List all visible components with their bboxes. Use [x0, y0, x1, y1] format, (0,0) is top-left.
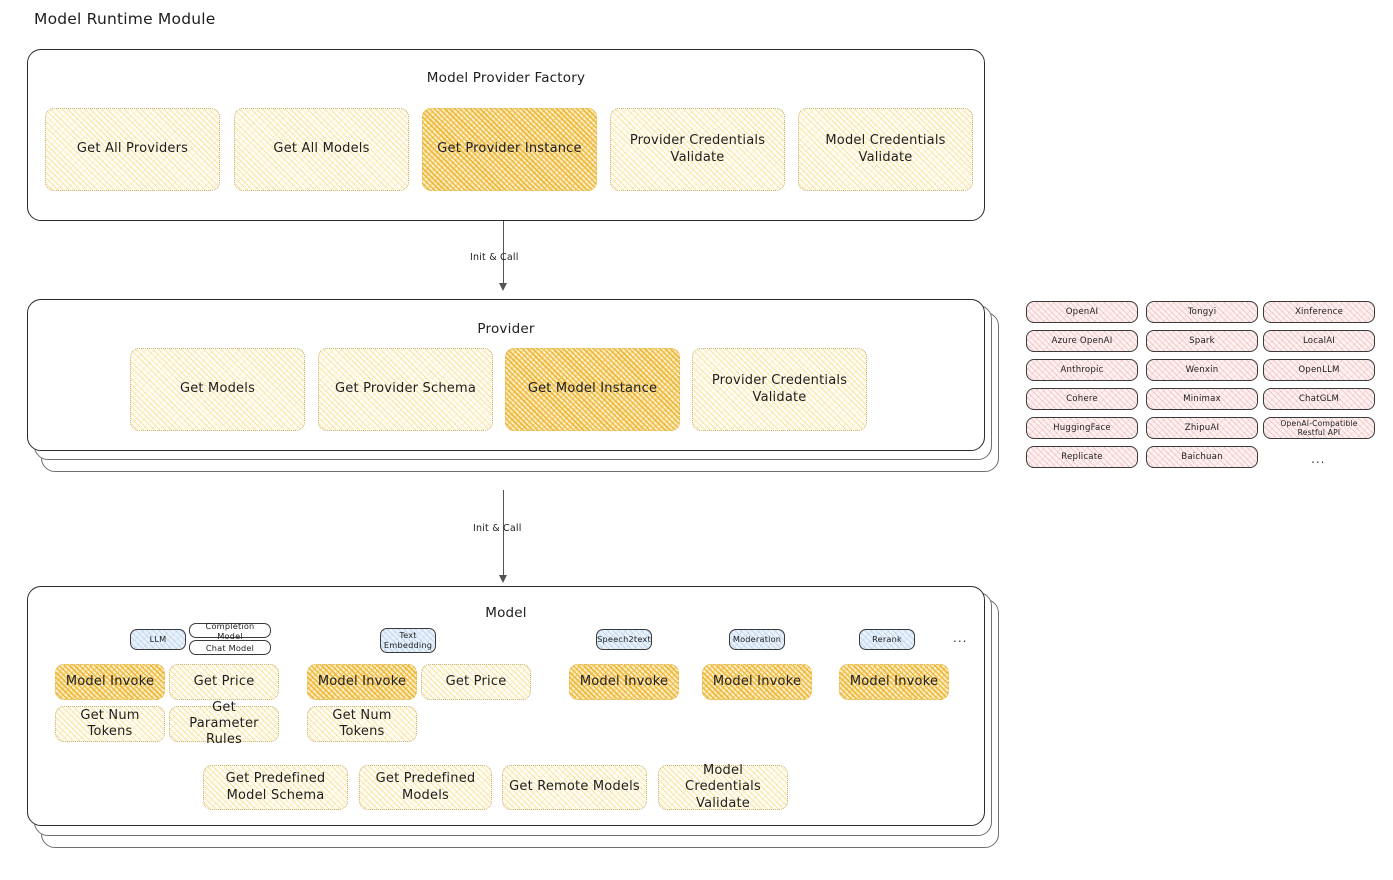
factory-node-model-credentials-validate[interactable]: Model Credentials Validate	[798, 108, 973, 191]
model-type-badge-speech2text[interactable]: Speech2text	[596, 629, 652, 650]
provider-chip-anthropic[interactable]: Anthropic	[1026, 359, 1138, 381]
model-node-text-embedding-model-invoke[interactable]: Model Invoke	[307, 664, 417, 700]
provider-node-get-provider-schema[interactable]: Get Provider Schema	[318, 348, 493, 431]
provider-node-get-model-instance[interactable]: Get Model Instance	[505, 348, 680, 431]
arrow-provider-to-model-head	[499, 575, 507, 583]
provider-chip-xinference[interactable]: Xinference	[1263, 301, 1375, 323]
provider-title: Provider	[477, 321, 535, 337]
provider-chip-minimax[interactable]: Minimax	[1146, 388, 1258, 410]
provider-chip-baichuan[interactable]: Baichuan	[1146, 446, 1258, 468]
arrow-provider-to-model-line	[503, 490, 505, 578]
model-node-llm-get-num-tokens[interactable]: Get Num Tokens	[55, 706, 165, 742]
model-node-get-predefined-model-schema[interactable]: Get Predefined Model Schema	[203, 765, 348, 810]
model-type-badge-text-embedding[interactable]: Text Embedding	[380, 628, 436, 653]
model-node-llm-get-price[interactable]: Get Price	[169, 664, 279, 700]
provider-chip-spark[interactable]: Spark	[1146, 330, 1258, 352]
model-panel: Model LLM Completion Model Chat Model Mo…	[27, 586, 985, 826]
model-type-badge-rerank[interactable]: Rerank	[859, 629, 915, 650]
model-node-rerank-model-invoke[interactable]: Model Invoke	[839, 664, 949, 700]
model-node-llm-model-invoke[interactable]: Model Invoke	[55, 664, 165, 700]
provider-chip-cohere[interactable]: Cohere	[1026, 388, 1138, 410]
model-node-llm-get-parameter-rules[interactable]: Get Parameter Rules	[169, 700, 279, 747]
arrow-provider-to-model-label: Init & Call	[473, 523, 522, 534]
provider-chip-wenxin[interactable]: Wenxin	[1146, 359, 1258, 381]
provider-chip-chatglm[interactable]: ChatGLM	[1263, 388, 1375, 410]
provider-node-get-models[interactable]: Get Models	[130, 348, 305, 431]
provider-chip-openllm[interactable]: OpenLLM	[1263, 359, 1375, 381]
provider-chip-openai-compatible-restful-api[interactable]: OpenAI-Compatible Restful API	[1263, 417, 1375, 439]
model-type-badge-moderation[interactable]: Moderation	[729, 629, 785, 650]
model-tag-chat-model[interactable]: Chat Model	[189, 640, 271, 655]
factory-node-get-all-models[interactable]: Get All Models	[234, 108, 409, 191]
factory-node-get-all-providers[interactable]: Get All Providers	[45, 108, 220, 191]
arrow-factory-to-provider-head	[499, 283, 507, 291]
arrow-factory-to-provider-line	[503, 221, 505, 287]
provider-chip-zhipuai[interactable]: ZhipuAI	[1146, 417, 1258, 439]
provider-panel: Provider Get Models Get Provider Schema …	[27, 299, 985, 451]
model-type-badge-llm[interactable]: LLM	[130, 629, 186, 650]
model-node-text-embedding-get-num-tokens[interactable]: Get Num Tokens	[307, 706, 417, 742]
arrow-factory-to-provider-label: Init & Call	[470, 252, 519, 263]
provider-chip-openai[interactable]: OpenAI	[1026, 301, 1138, 323]
page-title: Model Runtime Module	[34, 10, 216, 28]
model-types-more-dots: ...	[953, 631, 968, 645]
model-provider-factory-title: Model Provider Factory	[426, 70, 586, 86]
model-node-get-remote-models[interactable]: Get Remote Models	[502, 765, 647, 810]
model-node-model-credentials-validate[interactable]: Model Credentials Validate	[658, 763, 788, 811]
factory-node-get-provider-instance[interactable]: Get Provider Instance	[422, 108, 597, 191]
model-node-speech2text-model-invoke[interactable]: Model Invoke	[569, 664, 679, 700]
provider-chip-localai[interactable]: LocalAI	[1263, 330, 1375, 352]
factory-node-provider-credentials-validate[interactable]: Provider Credentials Validate	[610, 108, 785, 191]
provider-list-more-dots: ...	[1311, 452, 1326, 466]
model-tag-completion-model[interactable]: Completion Model	[189, 621, 271, 641]
provider-node-provider-credentials-validate[interactable]: Provider Credentials Validate	[692, 348, 867, 431]
model-title: Model	[485, 605, 527, 621]
model-node-moderation-model-invoke[interactable]: Model Invoke	[702, 664, 812, 700]
provider-chip-replicate[interactable]: Replicate	[1026, 446, 1138, 468]
model-node-get-predefined-models[interactable]: Get Predefined Models	[359, 765, 492, 810]
provider-chip-azure-openai[interactable]: Azure OpenAI	[1026, 330, 1138, 352]
provider-chip-huggingface[interactable]: HuggingFace	[1026, 417, 1138, 439]
model-node-text-embedding-get-price[interactable]: Get Price	[421, 664, 531, 700]
provider-chip-tongyi[interactable]: Tongyi	[1146, 301, 1258, 323]
model-provider-factory-panel: Model Provider Factory Get All Providers…	[27, 49, 985, 221]
